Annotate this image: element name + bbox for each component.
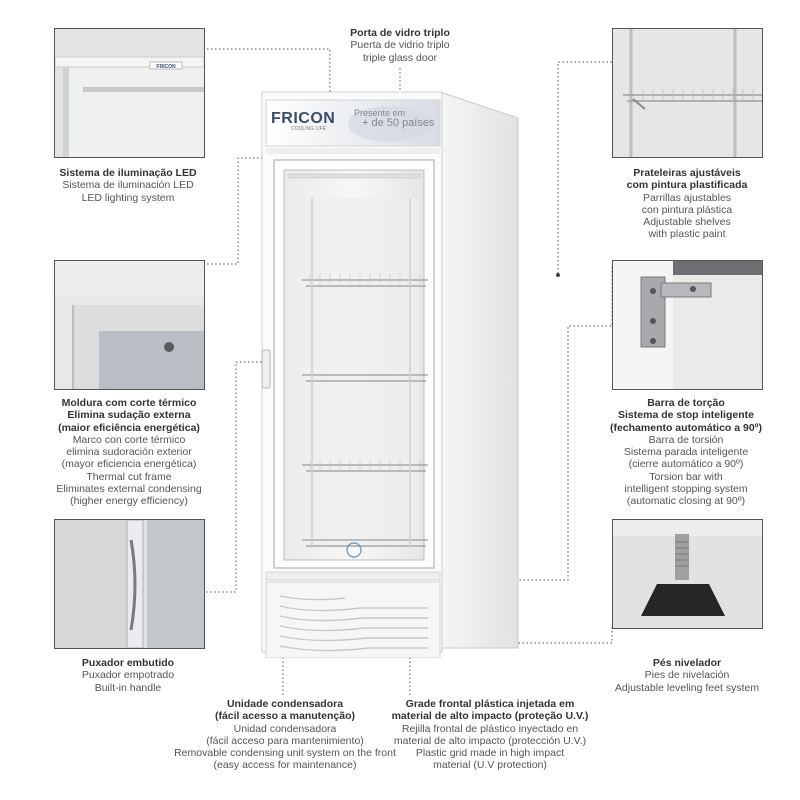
callout-line: Plastic grid made in high impact [415,747,565,760]
brand-tagline: COOLING LIFE [291,126,327,132]
callout-line: Sistema parada inteligente [623,446,749,459]
callout-line: elimina sudoración exterior [66,446,192,459]
callout-line: (easy access for maintenance) [213,759,357,772]
led-lighting-photo: FRICON [54,28,205,158]
callout-glass-door: Porta de vidro triplo Puerta de vidrio t… [320,27,480,64]
fridge-brand-logo: FRICON COOLING LIFE [271,110,335,132]
callout-title: Pés nivelador [652,657,722,669]
callout-line: Puxador empotrado [81,669,175,682]
callout-line: Barra de torsión [648,433,724,446]
callout-line: Built-in handle [94,681,162,694]
callout-line: Eliminates external condensing [56,483,202,496]
callout-frame: Moldura com corte térmico Elimina sudaçã… [32,397,226,508]
callout-title: (fechamento automático a 90º) [609,421,763,434]
callout-line: con pintura plástica [641,203,733,216]
callout-title: Unidade condensadora [226,698,344,710]
adjustable-shelves-photo [612,28,763,158]
callout-line: (fácil acceso para mantenimiento) [206,734,364,747]
callout-feet: Pés nivelador Pies de nivelación Adjusta… [592,657,782,694]
callout-line: Adjustable leveling feet system [614,681,760,694]
callout-shelves: Prateleiras ajustáveis com pintura plast… [597,167,777,241]
badge-line-2: + de 50 países [362,117,435,129]
refrigerator-illustration [261,91,519,658]
callout-line: material de alto impacto (protección U.V… [393,734,587,747]
callout-title: material de alto impacto (proteção U.V.) [391,710,589,723]
torsion-bar-image [613,261,762,389]
callout-title: Barra de torção [647,397,725,409]
torsion-bar-photo [612,260,763,390]
callout-grid: Grade frontal plástica injetada em mater… [372,698,608,772]
callout-line: (automatic closing at 90º) [626,495,746,508]
callout-title: Sistema de iluminação LED [59,167,197,179]
callout-condenser: Unidade condensadora (fácil acesso a man… [168,698,402,772]
badge-line-1: Presente em [354,108,406,118]
leveling-feet-image [613,520,762,628]
thermal-frame-image [55,261,204,389]
callout-line: Removable condensing unit system on the … [174,747,396,760]
callout-line: Thermal cut frame [86,470,172,483]
callout-line: Sistema de iluminación LED [62,179,194,192]
callout-line: material (U.V protection) [433,759,547,772]
callout-line: Adjustable shelves [643,216,731,229]
callout-line: Rejilla frontal de plástico inyectado en [401,722,579,735]
adjustable-shelves-image [613,29,762,157]
callout-title: com pintura plastificada [626,179,748,192]
callout-title: Moldura com corte térmico [61,397,197,409]
fridge-badge: Presente em + de 50 países [354,108,435,129]
callout-line: triple glass door [362,51,438,64]
leveling-feet-photo [612,519,763,629]
leader-feet [512,627,613,644]
callout-line: Pies de nivelación [644,669,730,682]
callout-torsion: Barra de torção Sistema de stop intelige… [591,397,781,508]
callout-line: (higher energy efficiency) [70,495,188,508]
callout-title: (fácil acesso a manutenção) [214,710,356,723]
callout-line: Marco con corte térmico [72,433,186,446]
thermal-frame-photo [54,260,205,390]
callout-title: Elimina sudação externa [67,409,191,422]
leader-shelves [557,61,612,275]
leader-dot [556,273,560,277]
callout-led: Sistema de iluminação LED Sistema de ilu… [38,167,218,204]
callout-line: with plastic paint [648,228,726,241]
callout-line: Puerta de vidrio triplo [350,39,450,52]
callout-title: Puxador embutido [81,657,175,669]
led-lighting-image: FRICON [55,29,204,157]
callout-handle: Puxador embutido Puxador empotrado Built… [38,657,218,694]
callout-line: Parrillas ajustables [642,191,732,204]
callout-title: Prateleiras ajustáveis [633,167,741,179]
built-in-handle-image [55,520,204,648]
callout-title: (maior eficiência energética) [58,421,200,434]
callout-line: LED lighting system [81,191,175,204]
callout-title: Grade frontal plástica injetada em [405,698,575,710]
callout-line: (cierre automático a 90º) [628,458,744,471]
callout-line: Torsion bar with [649,470,723,483]
callout-title: Sistema de stop inteligente [618,409,754,422]
brand-name: FRICON [271,110,336,127]
callout-line: (mayor eficiencia energética) [61,458,197,471]
leader-frame [203,157,272,265]
callout-line: Unidad condensadora [233,722,337,735]
built-in-handle-photo [54,519,205,649]
svg-text:FRICON: FRICON [156,64,176,70]
callout-line: intelligent stopping system [624,483,748,496]
callout-title: Porta de vidro triplo [350,27,450,39]
